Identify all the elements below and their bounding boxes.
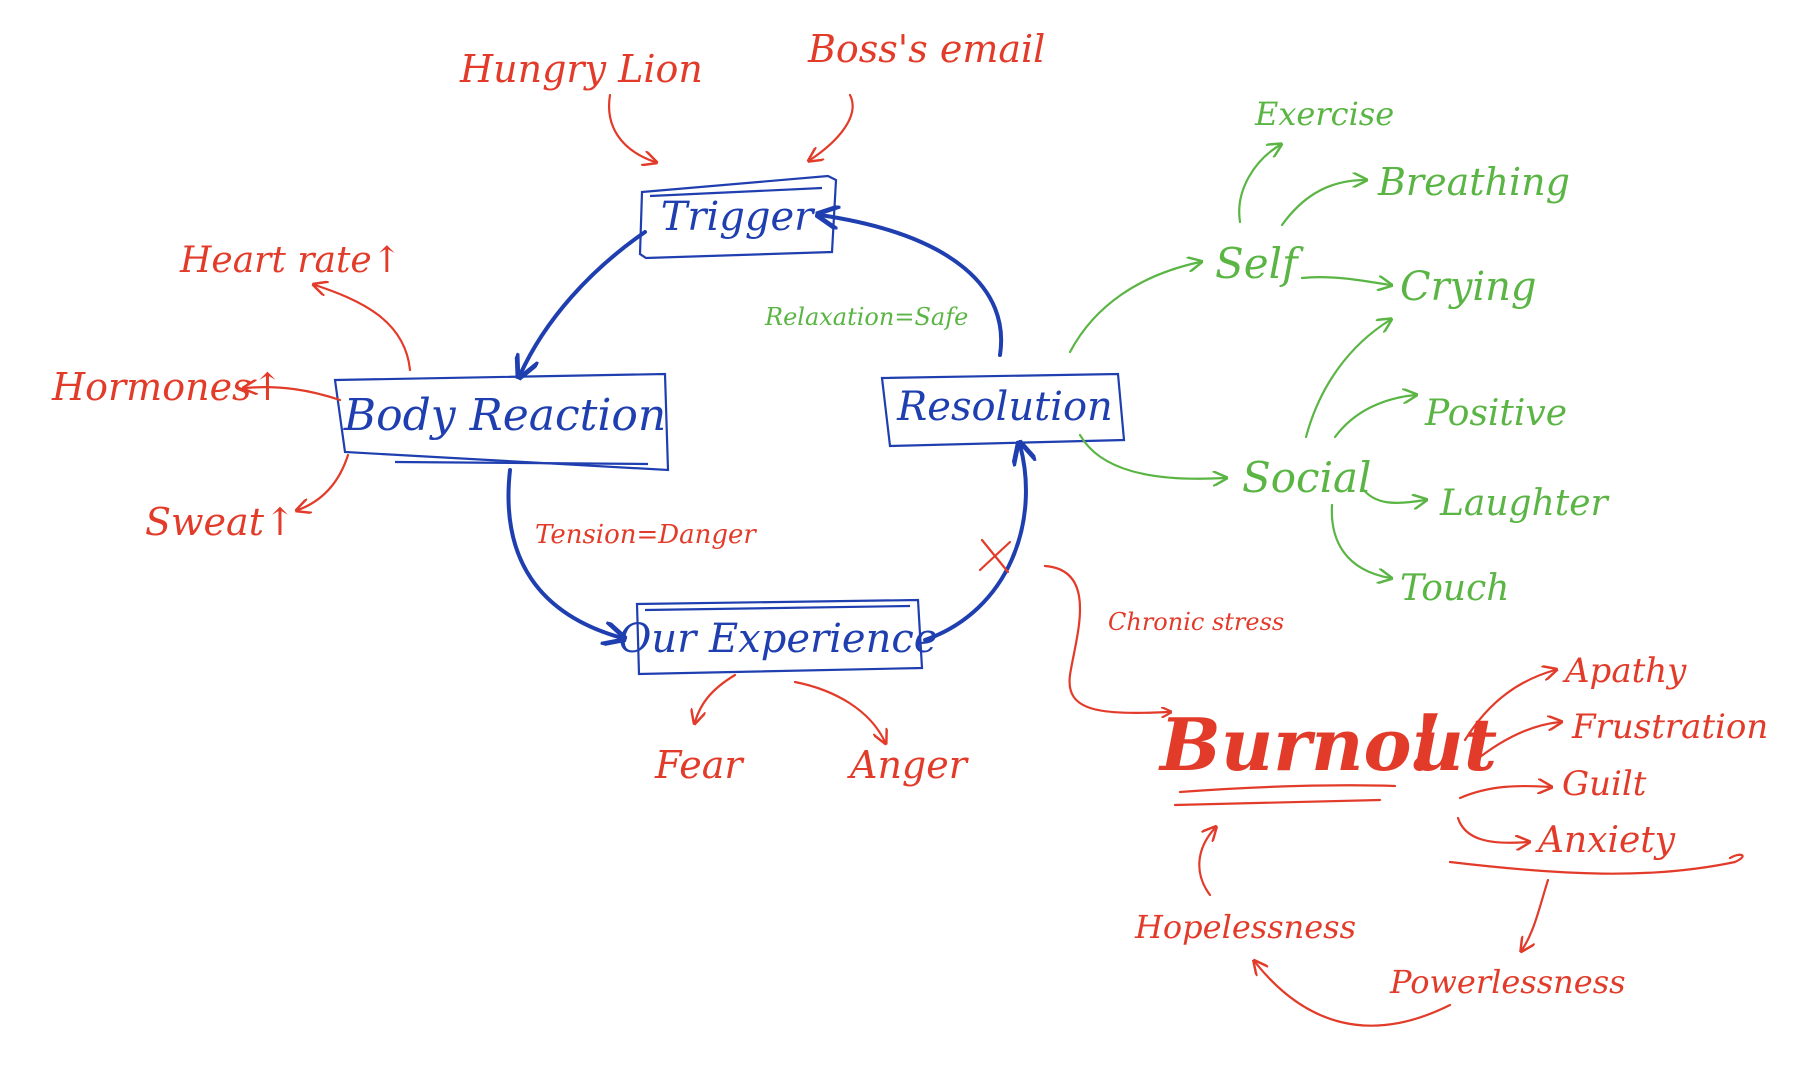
emotions-group: Fear Anger	[654, 673, 970, 787]
chronic-stress-label: Chronic stress	[1108, 608, 1284, 636]
trigger-item: Hungry Lion	[459, 47, 703, 91]
body-to-experience-arrow	[506, 468, 622, 638]
powerlessness-label: Powerlessness	[1389, 963, 1626, 1001]
body-reaction-node: Body Reaction	[333, 372, 670, 472]
chronic-stress-arrow	[1043, 564, 1170, 713]
social-item: Positive	[1424, 393, 1567, 434]
burnout-effect: Anxiety	[1535, 820, 1676, 861]
tension-danger-label: Tension=Danger	[535, 520, 757, 550]
trigger-item: Boss's email	[807, 27, 1045, 71]
emotion-item: Fear	[654, 743, 745, 787]
self-item: Breathing	[1377, 160, 1570, 204]
body-effects-group: Heart rate↑ Hormones↑ Sweat↑	[51, 240, 412, 544]
body-effect-item: Heart rate↑	[179, 240, 402, 281]
triggers-group: Hungry Lion Boss's email	[459, 27, 1045, 162]
trigger-label: Trigger	[661, 194, 816, 240]
relaxation-safe-label: Relaxation=Safe	[764, 303, 968, 331]
burnout-underline	[1173, 784, 1397, 807]
burnout-effect: Guilt	[1562, 764, 1647, 804]
resolution-label: Resolution	[896, 384, 1113, 430]
burnout-title: Burnout	[1158, 702, 1497, 787]
burnout-effect: Frustration	[1571, 707, 1768, 747]
trigger-to-body-arrow	[520, 230, 647, 375]
blocked-x-mark	[978, 538, 1012, 574]
self-label: Self	[1215, 239, 1304, 288]
our-experience-node: Our Experience	[619, 598, 938, 676]
cycle-group: Trigger Body Reaction Our Experience Res…	[333, 174, 1126, 676]
resolution-to-trigger-arrow	[820, 215, 1004, 357]
our-experience-label: Our Experience	[619, 616, 938, 662]
burnout-bracket-line	[1448, 853, 1744, 875]
self-item: Crying	[1400, 264, 1536, 310]
body-reaction-label: Body Reaction	[343, 390, 666, 441]
social-item: Touch	[1400, 568, 1509, 609]
burnout-exclamation: !	[1408, 698, 1442, 789]
self-item: Exercise	[1254, 95, 1394, 133]
emotion-item: Anger	[847, 743, 970, 787]
resolution-node: Resolution	[880, 372, 1126, 448]
burnout-effect: Apathy	[1562, 651, 1687, 691]
resolution-types-group: Self Social Exercise Breathing Crying Po…	[1068, 95, 1610, 609]
social-item: Laughter	[1439, 483, 1610, 524]
hopelessness-label: Hopelessness	[1134, 908, 1356, 946]
body-effect-item: Sweat↑	[145, 500, 296, 544]
social-label: Social	[1242, 453, 1372, 502]
trigger-node: Trigger	[638, 174, 838, 260]
burnout-group: Burnout ! Apathy Frustration Guilt Anxie…	[978, 538, 1768, 1027]
experience-to-resolution-arrow	[923, 445, 1026, 642]
